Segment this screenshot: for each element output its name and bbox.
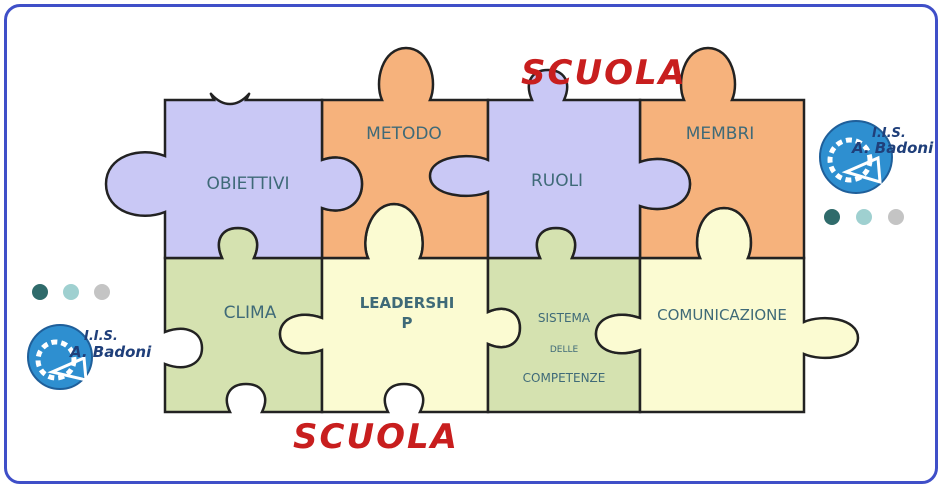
label-sistema-line2: DELLE [550,345,579,355]
dot-light-right [856,209,872,225]
school-logo-left: I.I.S. A. Badoni [27,324,152,390]
scuola-word-bottom: SCUOLA [293,417,459,457]
school-logo-right: I.I.S. A. Badoni [819,120,934,194]
label-leadership-line1: LEADERSHI [360,294,455,312]
dot-grey-right [888,209,904,225]
label-comunicazione: COMUNICAZIONE [657,306,787,324]
logo-right-line2: A. Badoni [851,139,934,157]
label-clima: CLIMA [224,303,277,323]
label-obiettivi: OBIETTIVI [207,174,290,194]
label-ruoli: RUOLI [531,171,583,191]
puzzle-piece-ruoli [428,68,692,260]
label-sistema-line3: COMPETENZE [523,371,606,385]
logo-left-line2: A. Badoni [69,343,152,361]
dot-grey-left [94,284,110,300]
logo-left-line1: I.I.S. [84,329,118,344]
label-sistema-line1: SISTEMA [538,311,591,325]
dot-light-left [63,284,79,300]
label-leadership-line2: P [402,314,413,332]
label-membri: MEMBRI [686,124,755,144]
dot-dark-left [32,284,48,300]
scuola-word-top: SCUOLA [521,53,687,93]
puzzle-piece-obiettivi [104,92,364,260]
label-metodo: METODO [366,124,442,144]
dot-dark-right [824,209,840,225]
logo-right-line1: I.I.S. [872,126,906,141]
